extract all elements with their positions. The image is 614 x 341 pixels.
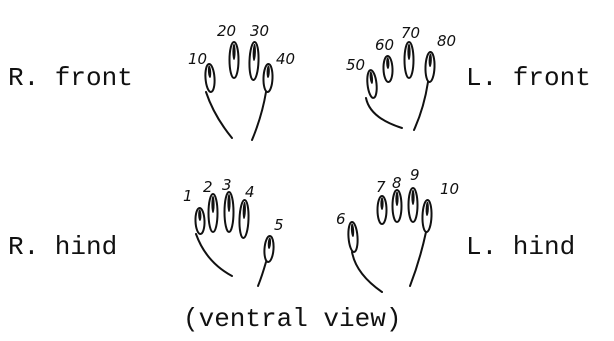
digit-number-label: 60 (375, 36, 394, 54)
digit-number-label: 50 (346, 56, 365, 74)
claw-mark (267, 237, 271, 249)
label-right-hind: R. hind (8, 234, 117, 260)
claw-mark (266, 65, 270, 78)
digit-number-label: 3 (222, 176, 232, 194)
digit-number-label: 10 (188, 50, 207, 68)
claw-mark (252, 44, 256, 61)
claw-mark (208, 65, 212, 78)
label-right-front: R. front (8, 65, 133, 91)
label-left-front: L. front (466, 65, 591, 91)
digit-number-label: 4 (245, 183, 255, 201)
claw-mark (242, 202, 246, 219)
claw-mark (386, 57, 390, 69)
digit-number-label: 9 (410, 166, 420, 184)
palm-outline (352, 252, 382, 292)
label-ventral-view: (ventral view) (183, 306, 401, 332)
digit-number-label: 40 (276, 50, 295, 68)
palm-outline (366, 98, 402, 128)
right-hind-paw: 1234 5 (183, 176, 284, 286)
digit-number-label: 7 (376, 178, 386, 196)
digit-number-label: 70 (401, 24, 420, 42)
claw-mark (350, 223, 354, 237)
claw-mark (211, 196, 214, 213)
claw-mark (428, 53, 432, 67)
palm-outline (206, 92, 232, 138)
palm-outline (258, 262, 266, 286)
label-left-hind: L. hind (466, 234, 575, 260)
digit-number-label: 1 (183, 187, 193, 205)
digit-number-label: 2 (203, 178, 213, 196)
claw-mark (407, 44, 410, 60)
right-front-paw: 10 20 30 40 (188, 22, 295, 140)
claw-mark (425, 202, 429, 217)
left-hind-paw: 6 789 10 (336, 166, 459, 292)
digit-number-label: 6 (336, 210, 346, 228)
claw-mark (198, 209, 202, 221)
claw-mark (232, 44, 235, 60)
digit-number-label: 80 (437, 32, 456, 50)
claw-mark (411, 190, 414, 205)
palm-outline (410, 232, 426, 286)
claw-mark (380, 197, 383, 210)
digit-number-label: 30 (250, 22, 269, 40)
left-front-paw: 50 60 70 80 (346, 24, 456, 130)
claw-mark (395, 192, 398, 206)
digit-number-label: 20 (217, 22, 236, 40)
digit-number-label: 8 (392, 174, 402, 192)
palm-outline (252, 92, 266, 140)
palm-outline (414, 82, 428, 130)
claw-mark (227, 194, 230, 212)
digit-number-label: 10 (440, 180, 459, 198)
digit-number-label: 5 (274, 216, 284, 234)
palm-outline (196, 234, 232, 276)
